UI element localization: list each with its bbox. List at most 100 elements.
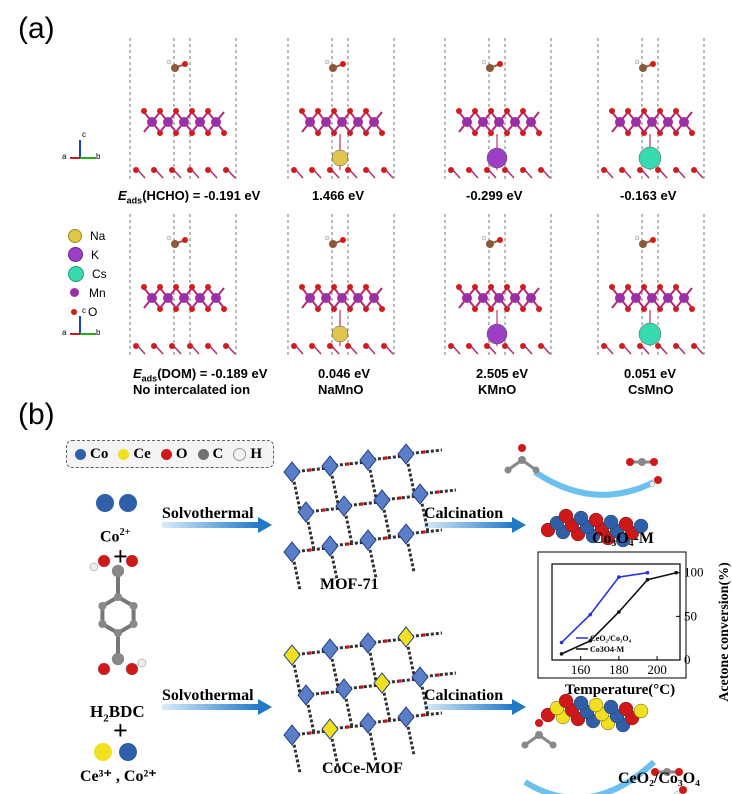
mn-atom [321,293,331,303]
bottom-o-atom [691,343,697,349]
o-atom [157,108,163,114]
bottom-o-atom [381,343,387,349]
acetone-oxygen [535,719,543,727]
y-tick-label: 0 [684,652,691,667]
mn-atom [163,293,173,303]
intercalated-ion [331,149,349,167]
co2-carbon [663,768,671,776]
molecule-oxygen [182,61,188,67]
mn-atom [353,293,363,303]
solvothermal-arrow-1-head [258,517,272,533]
mn-atom [494,293,504,303]
mn-atom [647,293,657,303]
o-atom [657,284,663,290]
products-molecules-1 [626,458,662,487]
molecule-hydrogen [166,59,172,65]
o-atom [346,645,350,649]
ligand-atom [97,662,111,676]
metal-node [321,535,339,557]
mn-atom [510,293,520,303]
plus-sign-2: + [113,716,128,745]
o-atom [436,673,440,677]
o-atom [472,108,478,114]
o-atom [315,108,321,114]
c-atom-icon [197,448,209,460]
mn-atom [147,117,157,127]
reaction-arrow-2 [523,759,657,794]
data-point-1-2 [617,610,621,614]
axis-a-label: a [62,152,67,161]
molecule-oxygen [650,61,656,67]
k-atom-icon [68,247,83,262]
o-atom [422,633,426,637]
structure-1-2 [444,214,552,356]
legend-o: O [68,302,107,321]
o-atom [363,108,369,114]
axis-a-label: a [62,328,67,337]
metal-node [397,626,415,648]
molecule-hydrogen [634,59,640,65]
bottom-o-atom [448,167,454,173]
legend-label-1: Co3O4-M [590,645,625,654]
metal-node [359,529,377,551]
bottom-o-atom [502,343,508,349]
mn-atom [353,117,363,127]
o-atom [331,108,337,114]
co2-oxygen [675,768,683,776]
y-tick-label: 100 [684,565,704,580]
chart-x-axis-label: Temperature(°C) [565,682,675,698]
mn-atom [163,117,173,127]
mn-atom [211,117,221,127]
metal-node [397,523,415,545]
molecule-hydrogen [324,235,330,241]
o-atom-icon [71,308,77,315]
o-atom [398,496,402,500]
o-atom [363,284,369,290]
mn-atom [337,293,347,303]
structure-1-0 [129,214,237,356]
lattice-atom [588,697,604,713]
o-atom [141,108,147,114]
metal-node [297,501,315,523]
bottom-o-atom [520,167,526,173]
ligand-atom [125,662,139,676]
o-atom-icon [160,448,172,460]
structure-1-3 [597,214,705,356]
data-point-1-1 [588,639,593,643]
legend-label-0: CeO₂/Co₃O₄ [590,634,632,643]
molecule-oxygen [182,237,188,243]
metal-node [359,712,377,734]
molecule-hydrogen [634,235,640,241]
crystal-structures [129,38,705,356]
bottom-o-atom [151,167,157,173]
mn-atom [679,117,689,127]
bottom-o-atom [381,167,387,173]
energy-row2-1: 0.046 eV [318,366,371,381]
o-atom [536,306,542,312]
o-atom [360,685,364,689]
mn-atom [526,293,536,303]
o-atom [308,731,312,735]
o-atom [189,284,195,290]
intercalated-ion [486,147,508,169]
reaction-arrow-1 [533,469,656,498]
intercalated-ion [638,322,662,346]
o-atom [308,651,312,655]
ligand-atom [97,554,111,568]
axis-indicator-row2: c a b [62,306,102,342]
bottom-o-atom [169,167,175,173]
molecule-carbon [639,64,647,72]
axis-b-label: b [96,328,101,337]
o-atom [422,450,426,454]
mn-atom [369,293,379,303]
mn-atom [631,117,641,127]
lattice-atom [618,516,634,532]
o-atom [609,108,615,114]
ceo2-co3o4-slab [540,693,649,733]
bottom-o-atom [133,343,139,349]
o-atom [456,284,462,290]
mn-atom [510,117,520,127]
axis-indicator-row1: c a b [62,130,102,166]
lattice-atom [633,703,649,719]
